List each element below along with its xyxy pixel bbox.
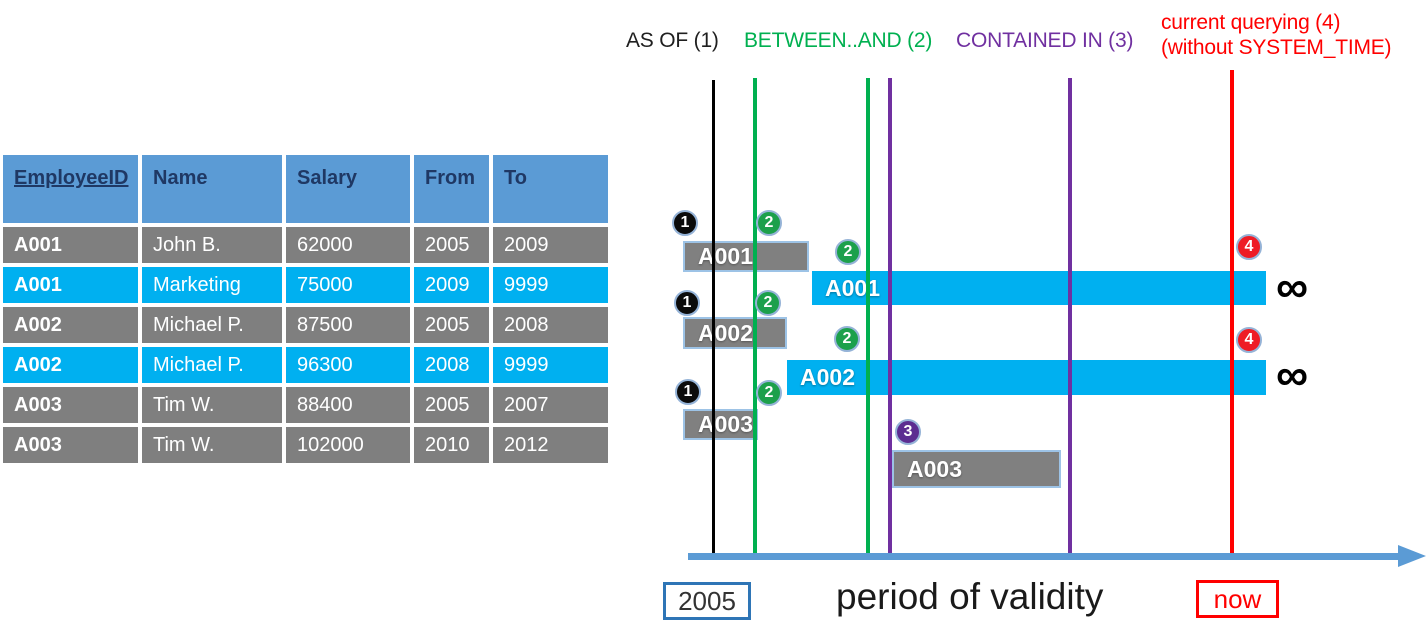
query-badge-4: 4 — [1236, 327, 1262, 353]
query-badge-1: 1 — [675, 379, 701, 405]
table-cell: A001 — [3, 227, 138, 263]
query-badge-2: 2 — [756, 380, 782, 406]
query-badge-2: 2 — [835, 239, 861, 265]
table-cell: A003 — [3, 387, 138, 423]
validity-bar-a003-gray: A003 — [683, 409, 758, 440]
axis-title: period of validity — [836, 576, 1104, 617]
infinity-icon: ∞ — [1275, 261, 1309, 312]
legend-current-querying: current querying (4) (without SYSTEM_TIM… — [1161, 10, 1392, 60]
validity-bar-a003-gray: A003 — [892, 450, 1061, 488]
contained-start-line — [888, 78, 892, 556]
table-cell: 102000 — [286, 427, 410, 463]
table-cell: 2005 — [414, 227, 489, 263]
table-cell: 2012 — [493, 427, 608, 463]
query-badge-3: 3 — [895, 419, 921, 445]
legend-contained-in: CONTAINED IN (3) — [956, 29, 1134, 52]
between-end-line — [866, 78, 870, 556]
legend-between-and: BETWEEN..AND (2) — [744, 29, 933, 52]
query-badge-4: 4 — [1236, 234, 1262, 260]
table-cell: 87500 — [286, 307, 410, 343]
table-cell: 2005 — [414, 307, 489, 343]
now-query-line — [1230, 70, 1234, 556]
table-cell: 96300 — [286, 347, 410, 383]
table-cell: 88400 — [286, 387, 410, 423]
table-cell: John B. — [142, 227, 282, 263]
table-cell: A002 — [3, 347, 138, 383]
table-cell: 2005 — [414, 387, 489, 423]
as-of-query-line — [712, 80, 715, 556]
table-cell: A002 — [3, 307, 138, 343]
table-cell: A003 — [3, 427, 138, 463]
table-cell: 2008 — [414, 347, 489, 383]
axis-start-year-box: 2005 — [663, 582, 751, 620]
column-header-name: Name — [142, 155, 282, 223]
table-cell: Tim W. — [142, 387, 282, 423]
query-badge-1: 1 — [674, 290, 700, 316]
table-cell: 9999 — [493, 347, 608, 383]
query-badge-2: 2 — [834, 326, 860, 352]
validity-bar-a002-gray: A002 — [683, 317, 787, 349]
table-cell: 62000 — [286, 227, 410, 263]
table-cell: 2009 — [414, 267, 489, 303]
table-cell: 9999 — [493, 267, 608, 303]
axis-now-box: now — [1196, 580, 1279, 618]
column-header-to: To — [493, 155, 608, 223]
time-axis-arrowhead-icon — [1398, 545, 1426, 567]
infinity-icon: ∞ — [1275, 349, 1309, 400]
table-cell: A001 — [3, 267, 138, 303]
contained-end-line — [1068, 78, 1072, 556]
table-cell: Marketing — [142, 267, 282, 303]
query-badge-1: 1 — [672, 210, 698, 236]
column-header-from: From — [414, 155, 489, 223]
table-cell: Michael P. — [142, 307, 282, 343]
column-header-salary: Salary — [286, 155, 410, 223]
table-cell: 2008 — [493, 307, 608, 343]
column-header-employeeid: EmployeeID — [3, 155, 138, 223]
table-cell: 2007 — [493, 387, 608, 423]
validity-bar-a001-blue: A001 — [812, 271, 1266, 305]
legend-current-querying-line2: (without SYSTEM_TIME) — [1161, 36, 1392, 59]
table-cell: 2009 — [493, 227, 608, 263]
table-cell: 75000 — [286, 267, 410, 303]
validity-bar-a002-blue: A002 — [787, 360, 1266, 395]
query-badge-2: 2 — [756, 210, 782, 236]
table-cell: Tim W. — [142, 427, 282, 463]
legend-as-of: AS OF (1) — [626, 29, 719, 52]
query-badge-2: 2 — [755, 290, 781, 316]
time-axis — [688, 553, 1400, 560]
validity-bar-a001-gray: A001 — [683, 241, 809, 272]
table-cell: 2010 — [414, 427, 489, 463]
legend-current-querying-line1: current querying (4) — [1161, 11, 1341, 34]
between-start-line — [753, 78, 757, 556]
table-cell: Michael P. — [142, 347, 282, 383]
